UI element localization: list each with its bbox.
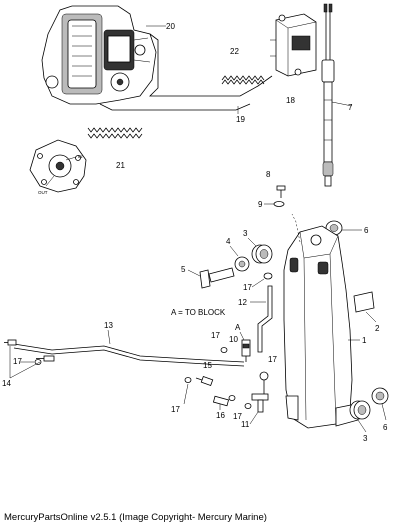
callout-19: 19 (236, 115, 245, 124)
callout-18: 18 (286, 96, 295, 105)
tee-fitting-11 (251, 371, 269, 413)
callout-17-lower: 17 (171, 405, 180, 414)
callout-5: 5 (181, 265, 186, 274)
callout-3-top: 3 (243, 229, 248, 238)
callout-21: 21 (116, 161, 125, 170)
callout-11: 11 (241, 420, 250, 429)
fuel-hose (149, 33, 273, 97)
control-module-18 (270, 13, 317, 77)
callout-17-left: 17 (13, 357, 22, 366)
pump-plate (29, 139, 87, 193)
callout-22: 22 (230, 47, 239, 56)
bolt-5 (199, 267, 235, 289)
callout-15: 15 (203, 361, 212, 370)
decal-2 (353, 291, 375, 313)
engine-block-illustration (41, 5, 157, 105)
note-a-to-block: A = TO BLOCK (171, 308, 226, 317)
washer-9 (273, 201, 285, 207)
callout-6-bottom: 6 (383, 423, 388, 432)
sensor-harness-7 (321, 3, 335, 187)
clamp-17-mid (220, 347, 228, 353)
clamp-17-lower-left (184, 377, 192, 383)
port-out-label: OUT (38, 190, 48, 195)
callout-16: 16 (216, 411, 225, 420)
vent-tube-12 (257, 285, 273, 353)
fitting-14-upper (4, 339, 17, 346)
callout-a: A (235, 323, 241, 332)
fitting-16 (212, 395, 230, 407)
vapor-separator-tank (283, 213, 359, 429)
fitting-10 (241, 339, 251, 362)
callout-9: 9 (258, 200, 263, 209)
fuel-hose-13 (13, 343, 245, 363)
callout-7: 7 (348, 103, 353, 112)
callout-12: 12 (238, 298, 247, 307)
callout-17-mid: 17 (211, 331, 220, 340)
callout-17-right: 17 (268, 355, 277, 364)
fitting-15 (195, 375, 214, 387)
grommet-3-top (251, 244, 273, 264)
callout-14: 14 (2, 379, 11, 388)
clamp-17-left (34, 359, 42, 365)
copyright-footer: MercuryPartsOnline v2.5.1 (Image Copyrig… (4, 512, 267, 523)
callout-6-top: 6 (364, 226, 369, 235)
callout-13: 13 (104, 321, 113, 330)
callout-1: 1 (362, 336, 367, 345)
callout-8: 8 (266, 170, 271, 179)
callout-2: 2 (375, 324, 380, 333)
spring-21 (87, 127, 143, 139)
grommet-3-bottom (349, 400, 371, 420)
bushing-4 (234, 256, 250, 272)
screw-8 (276, 185, 286, 198)
callout-17-tee: 17 (233, 412, 242, 421)
callout-20: 20 (166, 22, 175, 31)
clamp-17-tee (244, 403, 252, 409)
spring-22 (221, 75, 265, 85)
callout-3-bottom: 3 (363, 434, 368, 443)
callout-4: 4 (226, 237, 231, 246)
callout-17-upper: 17 (243, 283, 252, 292)
clamp-17-lower-mid (228, 395, 236, 401)
callout-10: 10 (229, 335, 238, 344)
clamp-17-upper (263, 272, 273, 280)
fitting-14-lower (36, 355, 55, 362)
port-in-label: IN (78, 154, 83, 159)
grommet-6-bottom (371, 387, 389, 405)
